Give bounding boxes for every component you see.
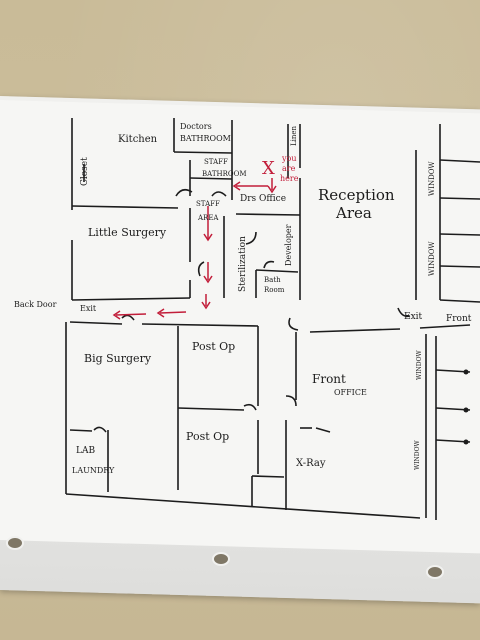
label-window-2: WINDOW — [428, 241, 436, 276]
room-closet: Closet — [80, 157, 90, 186]
room-staff-bathroom-line2: BATHROOM — [202, 170, 247, 178]
label-front: Front — [446, 314, 472, 324]
you-are-here-line1: you — [282, 154, 297, 163]
room-staff-area-line1: STAFF — [196, 200, 220, 208]
room-big-surgery: Big Surgery — [84, 352, 152, 365]
room-sterilization: Sterilization — [238, 236, 248, 292]
room-xray: X-Ray — [296, 458, 326, 469]
room-front-office-line2: OFFICE — [334, 388, 367, 397]
punch-hole-left — [6, 536, 24, 550]
room-lab: LAB — [76, 446, 96, 456]
room-drs-office: Drs Office — [240, 194, 287, 204]
room-reception-line1: Reception — [318, 186, 395, 204]
label-window-3: WINDOW — [416, 350, 423, 380]
room-reception-line2: Area — [336, 204, 372, 222]
room-staff-bathroom-line1: STAFF — [204, 158, 228, 166]
room-kitchen: Kitchen — [118, 134, 158, 145]
room-little-surgery: Little Surgery — [88, 226, 167, 239]
punch-hole-right — [426, 565, 444, 579]
room-staff-area-line2: AREA — [198, 214, 219, 222]
punch-hole-middle — [212, 552, 230, 566]
room-developer: Developer — [284, 224, 293, 266]
label-exit-front: Exit — [404, 312, 423, 322]
room-doctors-bathroom-line1: Doctors — [180, 122, 212, 131]
route-arrows — [112, 178, 277, 320]
room-linen: Linen — [290, 125, 298, 146]
you-are-here-line3: here — [280, 174, 299, 183]
room-front-office-line1: Front — [312, 372, 346, 386]
label-exit-back: Exit — [80, 304, 97, 313]
you-are-here-x: X — [262, 158, 275, 179]
you-are-here-line2: are — [282, 164, 296, 173]
room-doctors-bathroom-line2: BATHROOM — [180, 134, 231, 143]
room-bathroom-line2: Room — [264, 286, 285, 294]
label-window-4: WINDOW — [414, 440, 421, 470]
label-back-door: Back Door — [14, 300, 57, 309]
room-laundry: LAUNDRY — [72, 466, 115, 475]
room-post-op-lower: Post Op — [186, 430, 230, 443]
label-window-1: WINDOW — [428, 161, 436, 196]
room-bathroom-line1: Bath — [264, 276, 281, 284]
room-post-op-upper: Post Op — [192, 340, 236, 353]
